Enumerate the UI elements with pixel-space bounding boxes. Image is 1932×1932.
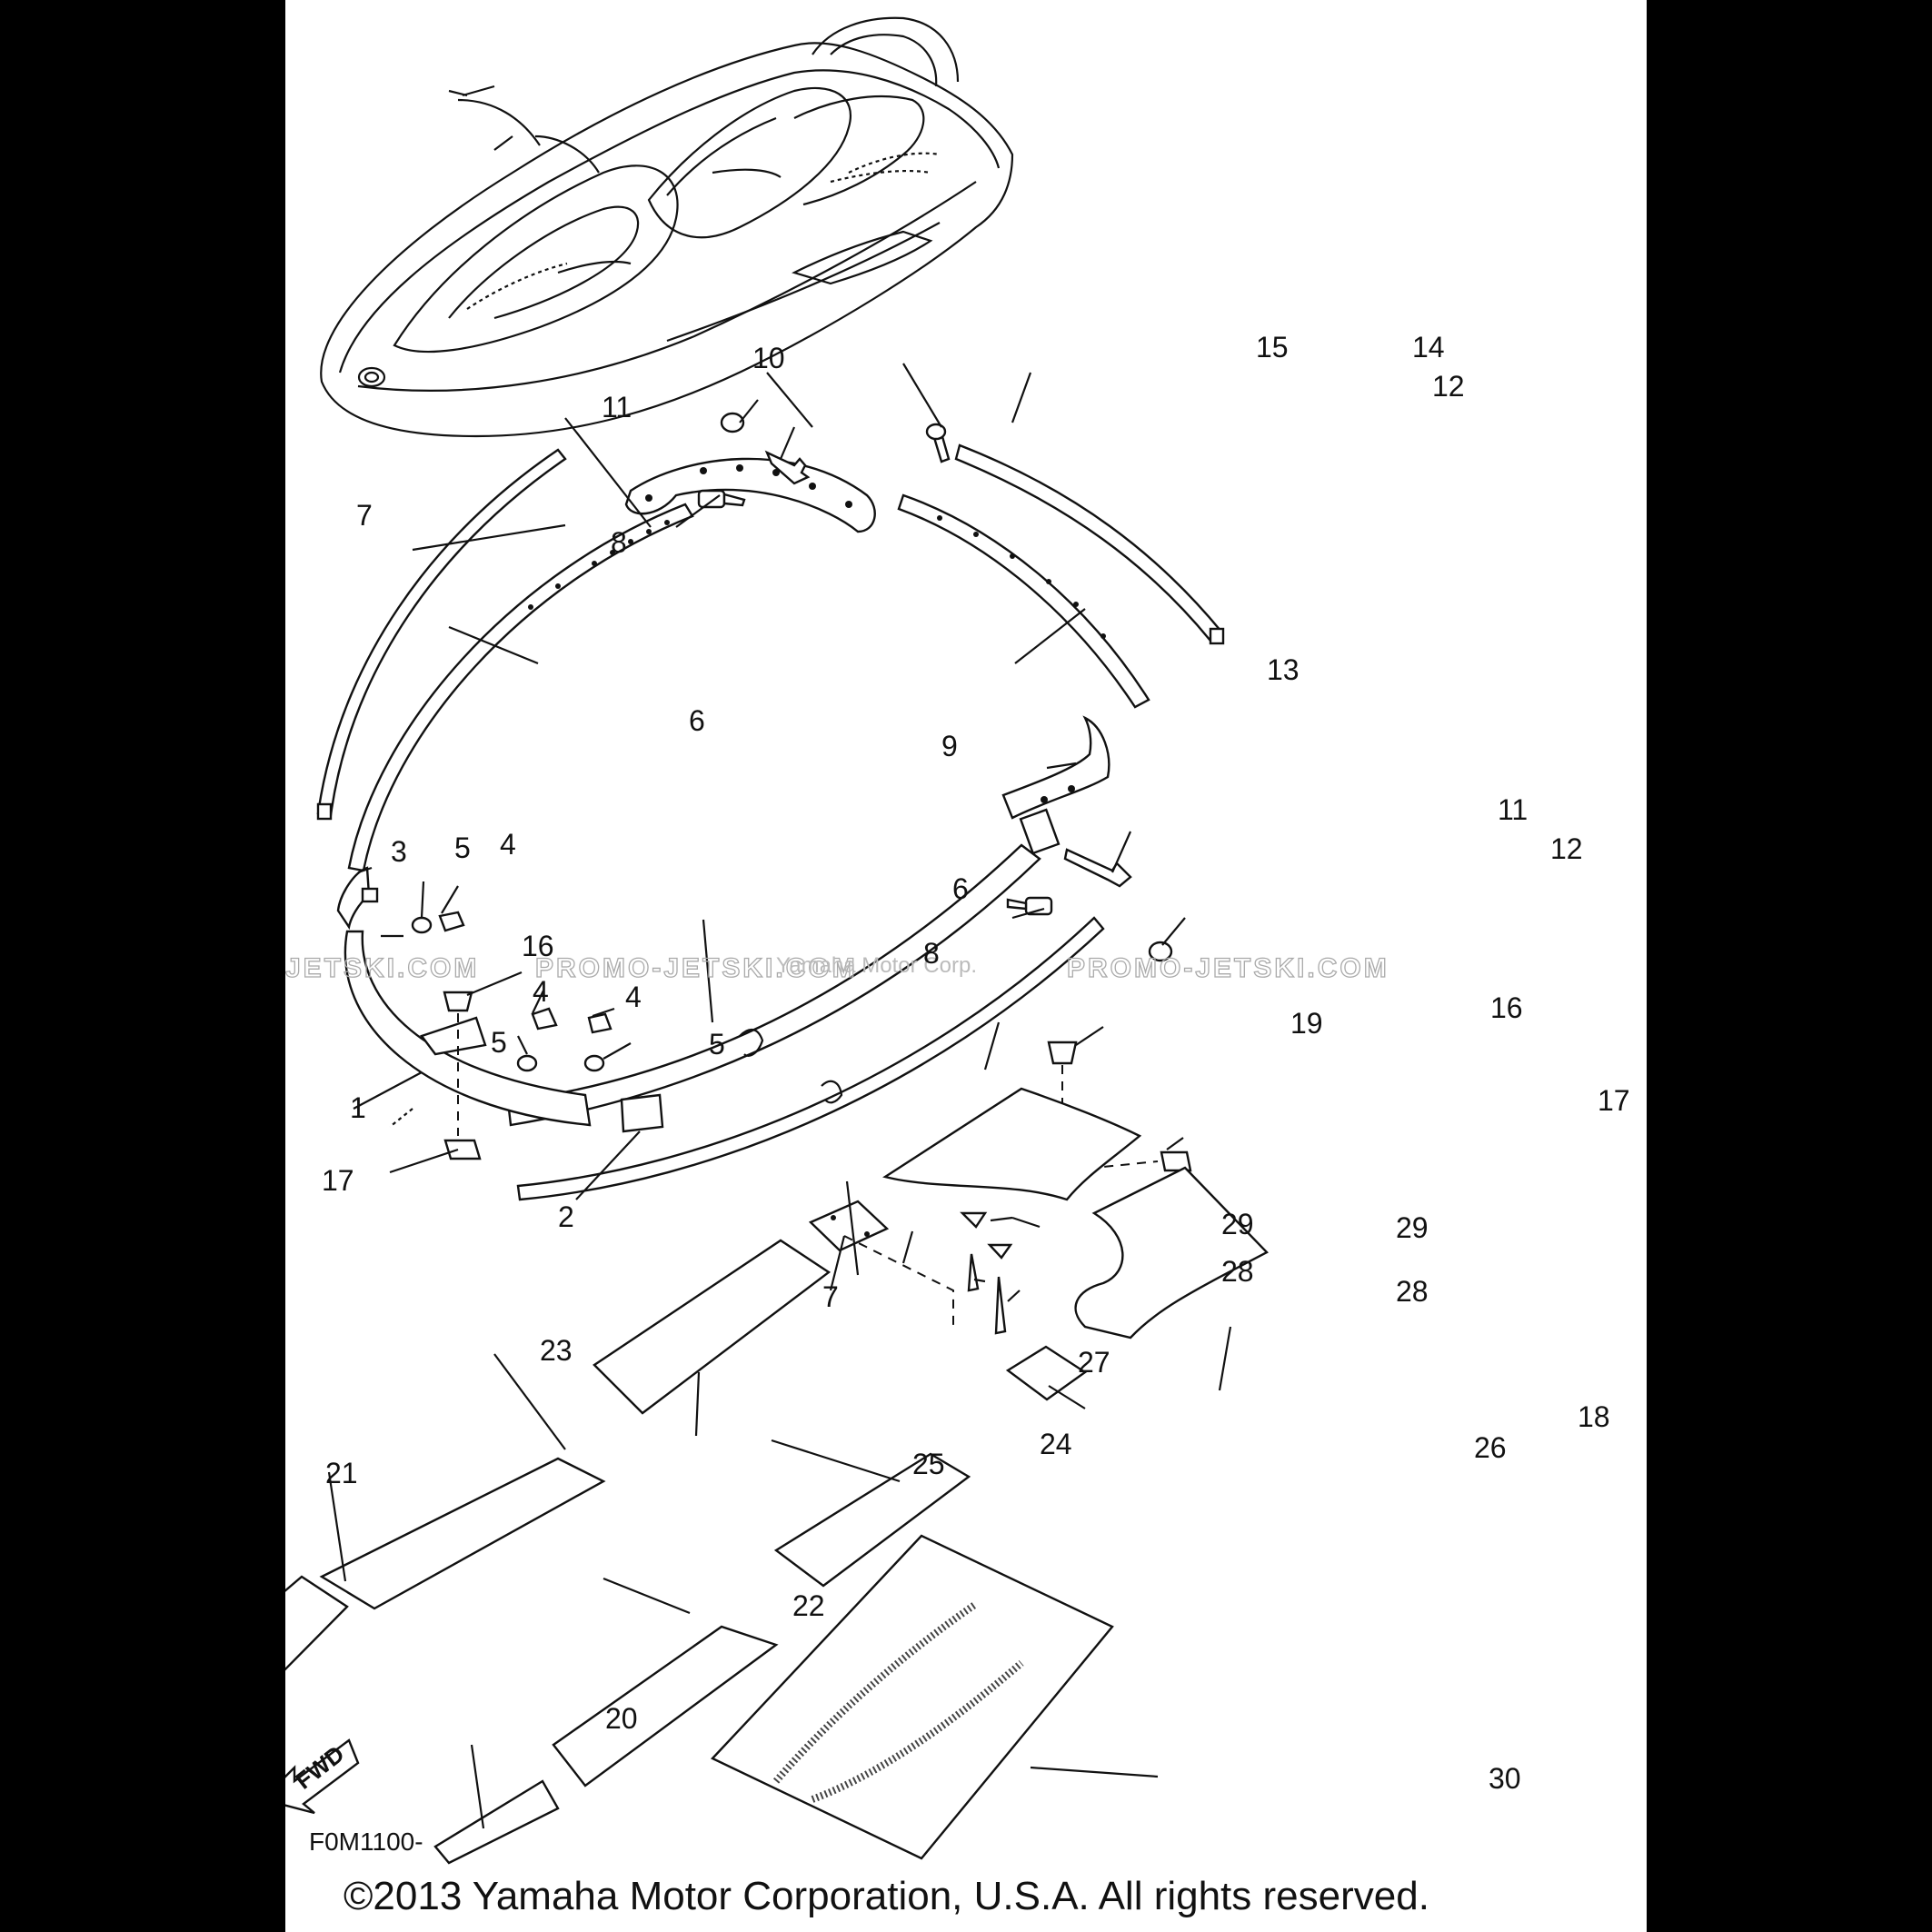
figure-code: F0M1100- [309, 1827, 423, 1856]
part-23 [319, 1457, 606, 1610]
callout-4: 4 [533, 975, 549, 1008]
callout-12: 12 [1432, 370, 1465, 403]
callout-17: 17 [322, 1164, 354, 1197]
part-10 [624, 457, 876, 533]
callout-11: 11 [602, 391, 632, 423]
callout-12: 12 [1550, 832, 1583, 865]
callout-20: 20 [605, 1702, 638, 1735]
part-30 [711, 1534, 1114, 1860]
part-19 [882, 1087, 1142, 1201]
leader-lines [327, 363, 1232, 1829]
callout-9: 9 [941, 730, 958, 762]
part-12-lower [1148, 941, 1173, 962]
callout-6: 6 [952, 872, 969, 905]
callout-3: 3 [391, 835, 407, 868]
part-3 [336, 866, 379, 931]
callout-24: 24 [1040, 1428, 1072, 1460]
part-16-b [1047, 1041, 1078, 1065]
callout-7: 7 [356, 499, 373, 532]
callout-29: 29 [1396, 1211, 1429, 1244]
part-28-b [994, 1276, 1007, 1335]
part-17-b [1160, 1150, 1192, 1172]
callout-7: 7 [822, 1280, 839, 1313]
part-8-lower [1006, 896, 1053, 916]
parts-diagram-sheet: FWD JETSKI.COM PROMO-JETSKI.COM Yamaha M… [285, 0, 1647, 1932]
callout-22: 22 [792, 1589, 825, 1622]
part-28-a [967, 1253, 980, 1292]
parts-diagram: FWD JETSKI.COM PROMO-JETSKI.COM Yamaha M… [285, 16, 1630, 1918]
part-20 [433, 1779, 560, 1865]
callout-18: 18 [1578, 1400, 1610, 1433]
callout-2: 2 [558, 1200, 574, 1233]
part-4-a [438, 911, 465, 932]
part-4-b [531, 1007, 558, 1031]
callout-17: 17 [1598, 1084, 1630, 1117]
part-29-a [960, 1211, 988, 1229]
callout-10: 10 [752, 342, 785, 374]
callout-numbers: 1 2 3 4 4 4 5 5 5 6 6 7 7 8 8 9 10 11 11… [322, 331, 1630, 1795]
callout-1: 1 [350, 1091, 366, 1124]
callout-5: 5 [491, 1026, 507, 1059]
callout-30: 30 [1489, 1762, 1521, 1795]
part-6-upper [347, 503, 694, 872]
callout-29: 29 [1221, 1208, 1254, 1240]
part-9 [1001, 715, 1110, 855]
callout-21: 21 [325, 1457, 358, 1489]
part-12-upper [720, 412, 745, 433]
callout-8: 8 [923, 937, 940, 970]
watermark-mid: PROMO-JETSKI.COM [535, 953, 858, 983]
watermark-left: JETSKI.COM [285, 953, 479, 983]
watermark-right: PROMO-JETSKI.COM [1067, 953, 1389, 983]
part-27 [808, 1200, 890, 1252]
part-7-lower [516, 916, 1105, 1201]
callout-28: 28 [1396, 1275, 1429, 1308]
callout-19: 19 [1290, 1007, 1323, 1040]
part-5-b [516, 1054, 538, 1072]
part-17-a [443, 1139, 482, 1160]
fwd-arrow-icon: FWD [285, 1738, 360, 1815]
part-25 [593, 1239, 832, 1415]
part-8-upper [697, 489, 746, 509]
part-2 [620, 1093, 664, 1133]
part-11-upper [764, 450, 811, 485]
callout-14: 14 [1412, 331, 1445, 363]
callout-11: 11 [1498, 793, 1528, 826]
part-14 [954, 443, 1225, 645]
part-22 [552, 1625, 779, 1788]
callout-23: 23 [540, 1334, 573, 1367]
callout-6: 6 [689, 704, 705, 737]
part-16-a [443, 991, 473, 1012]
watermark-note: Yamaha Motor Corp. [776, 953, 977, 978]
callout-16: 16 [522, 930, 554, 962]
part-5-a [411, 916, 433, 934]
callout-13: 13 [1267, 653, 1300, 686]
callout-5: 5 [709, 1028, 725, 1061]
part-29-b [987, 1243, 1013, 1260]
callout-27: 27 [1078, 1346, 1110, 1379]
callout-5: 5 [454, 832, 471, 864]
callout-28: 28 [1221, 1255, 1254, 1288]
callout-8: 8 [611, 526, 627, 559]
watercraft-illustration [320, 16, 1014, 438]
callout-25: 25 [912, 1448, 945, 1480]
callout-26: 26 [1474, 1431, 1507, 1464]
callout-4: 4 [500, 828, 516, 861]
part-21 [285, 1575, 349, 1671]
part-4-c [587, 1012, 612, 1034]
callout-16: 16 [1490, 991, 1523, 1024]
part-7-upper [316, 448, 567, 821]
copyright-notice: ©2013 Yamaha Motor Corporation, U.S.A. A… [344, 1874, 1429, 1918]
part-15 [925, 423, 951, 463]
part-24 [773, 1452, 971, 1588]
part-13 [897, 493, 1150, 709]
part-26 [1005, 1345, 1088, 1401]
callout-15: 15 [1256, 331, 1289, 363]
part-5-c [583, 1054, 605, 1072]
callout-4: 4 [625, 981, 642, 1013]
part-1 [344, 930, 592, 1127]
part-18 [1074, 1166, 1269, 1339]
